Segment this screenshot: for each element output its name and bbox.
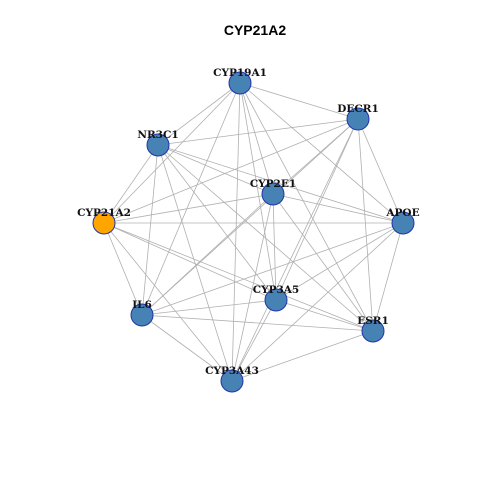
edge-nr3c1-cyp3a43 bbox=[157, 144, 233, 382]
edge-il6-esr1 bbox=[141, 314, 374, 332]
edge-cyp19a1-nr3c1 bbox=[157, 82, 241, 146]
edge-cyp2e1-cyp3a43 bbox=[231, 193, 274, 382]
node-cyp3a5 bbox=[264, 288, 288, 312]
edge-cyp3a5-cyp3a43 bbox=[231, 299, 277, 382]
node-cyp21a2 bbox=[92, 211, 116, 235]
edge-apoe-il6 bbox=[141, 222, 404, 316]
edge-decr1-nr3c1 bbox=[157, 118, 359, 146]
edge-cyp2e1-il6 bbox=[141, 193, 274, 316]
edge-decr1-apoe bbox=[357, 118, 404, 224]
node-label-cyp21a2: CYP21A2 bbox=[77, 207, 131, 219]
edge-nr3c1-esr1 bbox=[157, 144, 374, 332]
edge-decr1-cyp3a43 bbox=[231, 118, 359, 382]
edge-apoe-esr1 bbox=[372, 222, 404, 332]
edge-decr1-il6 bbox=[141, 118, 359, 316]
node-layer bbox=[92, 71, 415, 393]
edge-cyp19a1-cyp2e1 bbox=[239, 82, 274, 195]
node-apoe bbox=[391, 211, 415, 235]
edge-apoe-cyp3a5 bbox=[275, 222, 404, 301]
edge-nr3c1-il6 bbox=[141, 144, 159, 316]
edge-cyp2e1-cyp21a2 bbox=[103, 193, 274, 224]
node-cyp3a43 bbox=[220, 369, 244, 393]
edge-cyp3a5-esr1 bbox=[275, 299, 374, 332]
edge-decr1-cyp21a2 bbox=[103, 118, 359, 224]
edge-nr3c1-cyp21a2 bbox=[103, 144, 159, 224]
node-label-apoe: APOE bbox=[385, 207, 419, 219]
node-cyp19a1 bbox=[228, 71, 252, 95]
diagram-title: CYP21A2 bbox=[224, 22, 286, 38]
node-label-cyp2e1: CYP2E1 bbox=[250, 178, 296, 190]
edge-nr3c1-cyp2e1 bbox=[157, 144, 274, 195]
node-label-nr3c1: NR3C1 bbox=[137, 129, 178, 141]
edge-cyp21a2-esr1 bbox=[103, 222, 374, 332]
node-cyp2e1 bbox=[261, 182, 285, 206]
edge-cyp19a1-esr1 bbox=[239, 82, 374, 332]
edge-nr3c1-cyp3a5 bbox=[157, 144, 277, 301]
edge-nr3c1-apoe bbox=[157, 144, 404, 224]
node-label-il6: IL6 bbox=[132, 299, 152, 311]
edge-decr1-esr1 bbox=[357, 118, 374, 332]
node-nr3c1 bbox=[146, 133, 170, 157]
edge-cyp21a2-il6 bbox=[103, 222, 143, 316]
edge-cyp19a1-cyp21a2 bbox=[103, 82, 241, 224]
edge-cyp19a1-apoe bbox=[239, 82, 404, 224]
node-label-decr1: DECR1 bbox=[337, 103, 379, 115]
edge-cyp21a2-cyp3a5 bbox=[103, 222, 277, 301]
edge-apoe-cyp3a43 bbox=[231, 222, 404, 382]
edge-cyp19a1-il6 bbox=[141, 82, 241, 316]
edge-layer bbox=[103, 82, 404, 382]
edge-cyp21a2-cyp3a43 bbox=[103, 222, 233, 382]
node-label-cyp19a1: CYP19A1 bbox=[213, 67, 267, 79]
edge-esr1-cyp3a43 bbox=[231, 330, 374, 382]
edge-cyp19a1-cyp3a43 bbox=[231, 82, 241, 382]
node-label-cyp3a43: CYP3A43 bbox=[205, 365, 259, 377]
edge-cyp19a1-cyp3a5 bbox=[239, 82, 277, 301]
edge-cyp19a1-decr1 bbox=[239, 82, 359, 120]
node-esr1 bbox=[361, 319, 385, 343]
node-decr1 bbox=[346, 107, 370, 131]
node-il6 bbox=[130, 303, 154, 327]
node-label-cyp3a5: CYP3A5 bbox=[253, 284, 300, 296]
edge-decr1-cyp3a5 bbox=[275, 118, 359, 301]
edge-il6-cyp3a43 bbox=[141, 314, 233, 382]
node-label-esr1: ESR1 bbox=[357, 315, 389, 327]
edge-cyp2e1-esr1 bbox=[272, 193, 374, 332]
edge-cyp2e1-cyp3a5 bbox=[272, 193, 277, 301]
edge-cyp3a5-il6 bbox=[141, 299, 277, 316]
edge-cyp2e1-apoe bbox=[272, 193, 404, 224]
